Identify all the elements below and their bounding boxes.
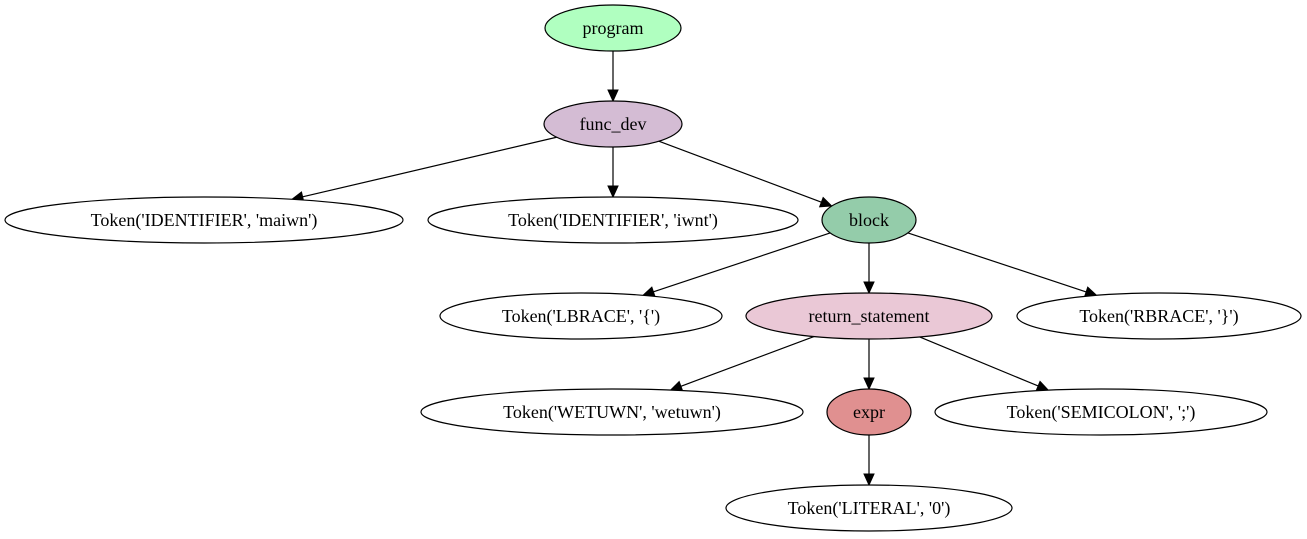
node-tok-id-iwnt: Token('IDENTIFIER', 'iwnt') [427, 196, 799, 244]
node-expr: expr [826, 388, 912, 436]
node-shape-return-statement [745, 292, 993, 340]
node-tok-wetuwn: Token('WETUWN', 'wetuwn') [420, 388, 804, 436]
node-shape-tok-wetuwn [420, 388, 804, 436]
edge-block-to-tok-rbrace [907, 232, 1087, 293]
node-func-dev: func_dev [543, 100, 683, 148]
node-label-tok-id-iwnt: Token('IDENTIFIER', 'iwnt') [508, 210, 718, 231]
node-return-statement: return_statement [745, 292, 993, 340]
node-label-tok-wetuwn: Token('WETUWN', 'wetuwn') [503, 402, 721, 423]
node-block: block [821, 196, 917, 244]
edge-func-dev-to-block [658, 140, 822, 203]
arrowhead-return-statement [863, 281, 875, 295]
node-shape-expr [826, 388, 912, 436]
edge-block-to-tok-lbrace [653, 232, 831, 293]
node-label-program: program [583, 18, 644, 38]
node-tok-lbrace: Token('LBRACE', '{') [439, 292, 723, 340]
node-tok-id-maiwn: Token('IDENTIFIER', 'maiwn') [4, 196, 404, 244]
arrowhead-block [818, 196, 833, 208]
arrowhead-func-dev [607, 89, 619, 103]
node-tok-rbrace: Token('RBRACE', '}') [1016, 292, 1302, 340]
arrowhead-tok-literal [863, 473, 875, 487]
edge-return-statement-to-tok-wetuwn [680, 336, 815, 387]
node-shape-tok-literal [725, 484, 1013, 532]
arrowhead-tok-semicolon [1035, 380, 1050, 392]
node-shape-block [821, 196, 917, 244]
node-label-tok-rbrace: Token('RBRACE', '}') [1079, 306, 1238, 327]
node-label-expr: expr [853, 402, 885, 422]
edge-func-dev-to-tok-id-maiwn [302, 136, 557, 198]
arrowhead-tok-id-iwnt [607, 185, 619, 199]
node-program: program [544, 4, 682, 52]
edge-return-statement-to-tok-semicolon [919, 336, 1039, 387]
node-label-return-statement: return_statement [809, 306, 930, 326]
node-shape-tok-rbrace [1016, 292, 1302, 340]
arrowhead-expr [863, 377, 875, 391]
node-shape-program [544, 4, 682, 52]
node-label-tok-semicolon: Token('SEMICOLON', ';') [1007, 402, 1196, 423]
node-label-tok-id-maiwn: Token('IDENTIFIER', 'maiwn') [91, 210, 318, 231]
node-label-func-dev: func_dev [580, 114, 647, 134]
node-label-tok-lbrace: Token('LBRACE', '{') [502, 306, 660, 327]
node-label-tok-literal: Token('LITERAL', '0') [788, 498, 951, 519]
node-shape-func-dev [543, 100, 683, 148]
node-shape-tok-lbrace [439, 292, 723, 340]
node-tok-literal: Token('LITERAL', '0') [725, 484, 1013, 532]
node-shape-tok-id-iwnt [427, 196, 799, 244]
node-shape-tok-semicolon [934, 388, 1268, 436]
node-shape-tok-id-maiwn [4, 196, 404, 244]
node-tok-semicolon: Token('SEMICOLON', ';') [934, 388, 1268, 436]
node-label-block: block [849, 210, 889, 230]
